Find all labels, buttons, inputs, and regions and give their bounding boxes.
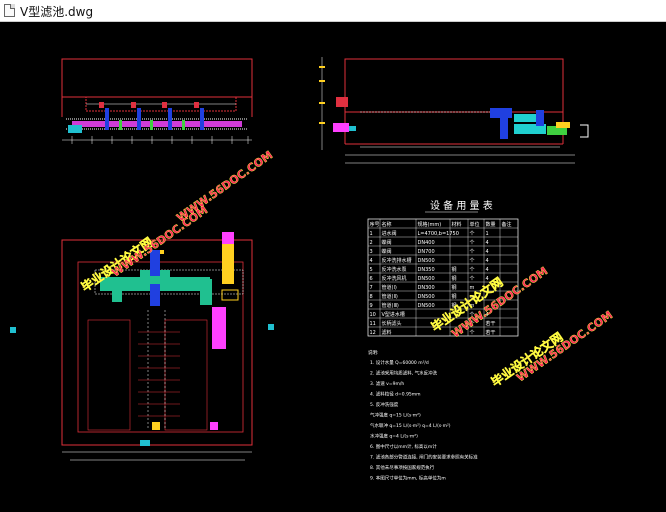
note-line: 4. 滤料粒径 d=0.95mm xyxy=(370,391,421,398)
note-line: 1. 设计水量 Q=60000 m³/d xyxy=(370,359,429,366)
title-bar: V型滤池.dwg xyxy=(0,0,666,22)
table-header-cell: 单位 xyxy=(470,221,480,228)
table-cell: 9 xyxy=(370,303,373,309)
table-cell: L=4700,b=1750 xyxy=(418,231,459,237)
table-cell: 钢 xyxy=(452,275,457,282)
section-view-left xyxy=(61,58,253,144)
table-cell: 3 xyxy=(370,249,373,255)
table-cell: 个 xyxy=(470,240,475,246)
note-line: 气冲强度 q=15 L/(s·m²) xyxy=(370,412,421,419)
table-cell: 5 xyxy=(370,267,373,273)
drawing-canvas[interactable]: 设 备 用 量 表 序号名称 规格(mm) 材料 单位数量备注 1 进水阀 L=4700,b… xyxy=(0,22,666,512)
table-cell: 个 xyxy=(470,330,475,336)
table-cell: DN500 xyxy=(418,276,435,282)
table-cell: m xyxy=(470,303,475,309)
note-line: 气水联冲 q=15 L/(s·m²) q=4 L/(s·m²) xyxy=(370,422,451,429)
table-cell: 钢 xyxy=(452,284,457,291)
table-cell: 钢 xyxy=(452,302,457,309)
table-cell: 滤料 xyxy=(382,329,392,336)
note-line: 7. 滤池各部分管道连接, 闸门的安装要求参照有关标准 xyxy=(370,454,478,461)
equipment-table: 设 备 用 量 表 序号名称 规格(mm) 材料 单位数量备注 1 进水阀 L=4700,b… xyxy=(367,199,519,337)
table-cell: 4 xyxy=(486,267,489,273)
table-cell: 7 xyxy=(370,285,373,291)
table-cell: 个 xyxy=(470,312,475,318)
table-cell: 个 xyxy=(470,267,475,273)
table-cell: DN500 xyxy=(418,258,435,264)
table-cell: DN500 xyxy=(418,303,435,309)
table-cell: 12 xyxy=(370,330,376,336)
note-line: 水冲强度 q=4 L/(s·m²) xyxy=(370,433,418,440)
table-cell: DN300 xyxy=(418,285,435,291)
table-cell: 若干 xyxy=(486,320,496,327)
table-cell: V型进水槽 xyxy=(382,311,405,318)
note-line: 5. 反冲洗强度 xyxy=(370,401,399,408)
table-cell: DN350 xyxy=(418,267,435,273)
section-view-right xyxy=(319,57,589,164)
table-cell: 11 xyxy=(370,321,376,327)
table-cell: 4 xyxy=(486,240,489,246)
watermark-url-4: WWW.56DOC.COM xyxy=(514,308,615,384)
notes-block: 说明: 1. 设计水量 Q=60000 m³/d 2. 滤池采用均质滤料, 气水反冲… xyxy=(368,349,478,482)
table-cell: 管道(Ⅱ) xyxy=(382,293,398,300)
table-cell: 4 xyxy=(486,312,489,318)
plan-view xyxy=(10,232,274,461)
table-cell: 个 xyxy=(470,249,475,255)
table-cell: 4 xyxy=(486,249,489,255)
table-cell: 管道(Ⅲ) xyxy=(382,302,399,309)
table-cell: 10 xyxy=(370,312,376,318)
table-header-cell: 备注 xyxy=(502,221,512,228)
table-header-cell: 材料 xyxy=(452,221,462,228)
table-header-cell: 名称 xyxy=(382,221,392,228)
table-cell: 钢 xyxy=(452,293,457,300)
note-line: 9. 本图尺寸单位为mm, 标高单位为m xyxy=(370,475,446,482)
note-line: 3. 滤速 v=9m/h xyxy=(370,380,404,387)
table-cell: 个 xyxy=(470,258,475,264)
table-cell: 个 xyxy=(470,231,475,237)
table-title: 设 备 用 量 表 xyxy=(430,199,493,212)
table-cell: 4 xyxy=(486,276,489,282)
table-cell: 2 xyxy=(370,240,373,246)
table-cell: 个 xyxy=(470,321,475,327)
table-cell: 进水阀 xyxy=(382,230,397,237)
table-cell: 蝶阀 xyxy=(382,239,392,246)
table-cell: 蝶阀 xyxy=(382,248,392,255)
table-cell: 长柄滤头 xyxy=(382,320,402,327)
table-cell: 8 xyxy=(370,294,373,300)
notes-heading: 说明: xyxy=(368,349,379,356)
table-cell: DN400 xyxy=(418,240,435,246)
table-cell: 1 xyxy=(370,231,373,237)
table-header-cell: 规格(mm) xyxy=(418,221,442,228)
table-cell: DN500 xyxy=(418,294,435,300)
table-cell: 个 xyxy=(470,276,475,282)
table-cell: 1 xyxy=(486,231,489,237)
window-title: V型滤池.dwg xyxy=(20,5,94,19)
note-line: 6. 图中尺寸以mm计, 标高以m计 xyxy=(370,443,437,450)
note-line: 2. 滤池采用均质滤料, 气水反冲洗 xyxy=(370,370,438,377)
table-cell: DN700 xyxy=(418,249,435,255)
table-cell: 反冲洗排水槽 xyxy=(382,257,412,264)
document-icon xyxy=(4,4,15,17)
table-cell: 管道(Ⅰ) xyxy=(382,284,397,291)
table-cell: 4 xyxy=(486,258,489,264)
table-cell: 若干 xyxy=(486,329,496,336)
table-cell: m xyxy=(470,285,475,291)
note-line: 8. 其他未尽事项按国家规范执行 xyxy=(370,464,435,471)
watermark-url-2: WWW.56DOC.COM xyxy=(174,148,275,224)
table-cell: 4 xyxy=(370,258,373,264)
table-cell: m xyxy=(470,294,475,300)
table-header-cell: 序号 xyxy=(370,221,380,228)
table-cell: 反冲洗水泵 xyxy=(382,266,407,273)
table-header-cell: 数量 xyxy=(486,221,496,228)
table-cell: 6 xyxy=(370,276,373,282)
table-cell: 反冲洗风机 xyxy=(382,275,407,282)
table-cell: 钢 xyxy=(452,266,457,273)
